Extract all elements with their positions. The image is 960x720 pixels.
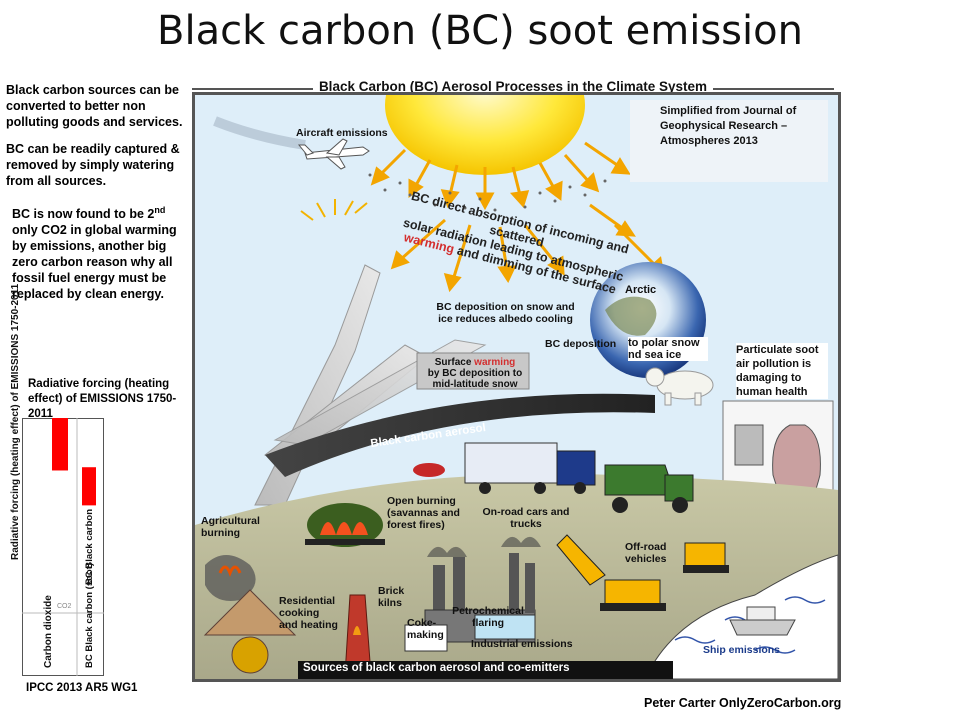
open-burning-label: Open burning (savannas and forest fires) (387, 495, 460, 531)
sea (644, 554, 838, 679)
diagram-title: Black Carbon (BC) Aerosol Processes in t… (190, 79, 836, 94)
brick-kiln-label: Brick kilns (378, 585, 405, 609)
ship-icon (729, 606, 796, 636)
polar-bear-icon (645, 367, 714, 406)
sun-icon (385, 95, 585, 175)
note-second-only-text: BC is now found to be 2nd only CO2 in gl… (12, 205, 177, 302)
scattered-ray-arrows (300, 199, 368, 221)
page-title: Black carbon (BC) soot emission (157, 8, 803, 54)
category-label-co2: Carbon dioxide (43, 595, 54, 668)
industrial-label: Industrial emissions (471, 638, 573, 650)
surface-warming-word: warming (474, 357, 516, 368)
aircraft-label: Aircraft emissions (296, 127, 388, 139)
sources-banner-bg (298, 661, 673, 679)
offroad-label: Off-road vehicles (625, 541, 667, 565)
coke-making-label: Coke-making (407, 617, 444, 641)
agricultural-label: Agricultural burning (201, 515, 260, 539)
excavator-icon (556, 534, 666, 611)
surface-warming-label: Surface warming by BC deposition to mid-… (419, 357, 531, 390)
forest-fire-icon (305, 503, 385, 547)
note-sources: Black carbon sources can be converted to… (6, 83, 183, 129)
residential-label: Residential cooking and heating (279, 595, 338, 631)
source-note: Simplified from Journal of Geophysical R… (630, 100, 828, 182)
credit: Peter Carter OnlyZeroCarbon.org (644, 696, 842, 710)
chart-ylabel: Radiative forcing (heating effect) of EM… (10, 283, 21, 560)
solar-ray-arrows (370, 141, 666, 293)
bar-black-carbon (82, 467, 96, 506)
source-note-text: Simplified from Journal of Geophysical R… (660, 105, 797, 147)
onroad-label: On-road cars and trucks (482, 506, 570, 530)
arctic-label: Arctic (625, 284, 657, 296)
chart-title: Radiative forcing (heating effect) of EM… (28, 378, 177, 420)
surface-word: Surface (434, 357, 475, 368)
car-icon (413, 463, 445, 477)
surface-warming-box (416, 352, 530, 390)
factory-icon (404, 536, 541, 652)
diagram-illustration (195, 95, 838, 679)
bc-process-diagram: Aircraft emissions BC direct absorption … (192, 92, 841, 682)
aircraft-icon (213, 116, 370, 170)
radiative-forcing-chart: CO2 (22, 418, 104, 676)
truck-icon (464, 442, 596, 494)
residential-cooking-icon (203, 589, 297, 674)
petrochemical-label: Petrochemical flaring (452, 605, 524, 629)
chart-source: IPCC 2013 AR5 WG1 (26, 682, 138, 694)
note-second-only: BC is now found to be 2nd only CO2 in gl… (12, 202, 184, 302)
bulldozer-icon (683, 542, 729, 573)
surface-warming-line-2: by BC deposition to (427, 368, 523, 379)
note-capture: BC can be readily captured & removed by … (6, 142, 180, 188)
polar-snow-label: to polar snow nd sea ice (628, 337, 708, 361)
bc-particles (368, 173, 607, 212)
dump-truck-icon (604, 464, 694, 513)
ship-emissions-label: Ship emissions (703, 644, 781, 656)
bc-aerosol-arc (265, 393, 655, 477)
health-label: Particulate soot air pollution is damagi… (736, 343, 828, 399)
category-label-bc: BC Black carbon (soot) (84, 562, 95, 668)
bar-carbon-dioxide (52, 418, 68, 471)
agricultural-burning-icon (205, 555, 256, 601)
diagram-title-text: Black Carbon (BC) Aerosol Processes in t… (312, 79, 714, 94)
snow-deposition-label: BC deposition on snow and ice reduces al… (436, 301, 575, 325)
surface-warming-line-3: mid-latitude snow (432, 379, 518, 390)
sources-banner: Sources of black carbon aerosol and co-e… (303, 662, 570, 674)
bc-deposition-label: BC deposition (545, 338, 617, 350)
ordinal-suffix: nd (154, 205, 166, 215)
co2-short-label: CO2 (57, 603, 72, 610)
